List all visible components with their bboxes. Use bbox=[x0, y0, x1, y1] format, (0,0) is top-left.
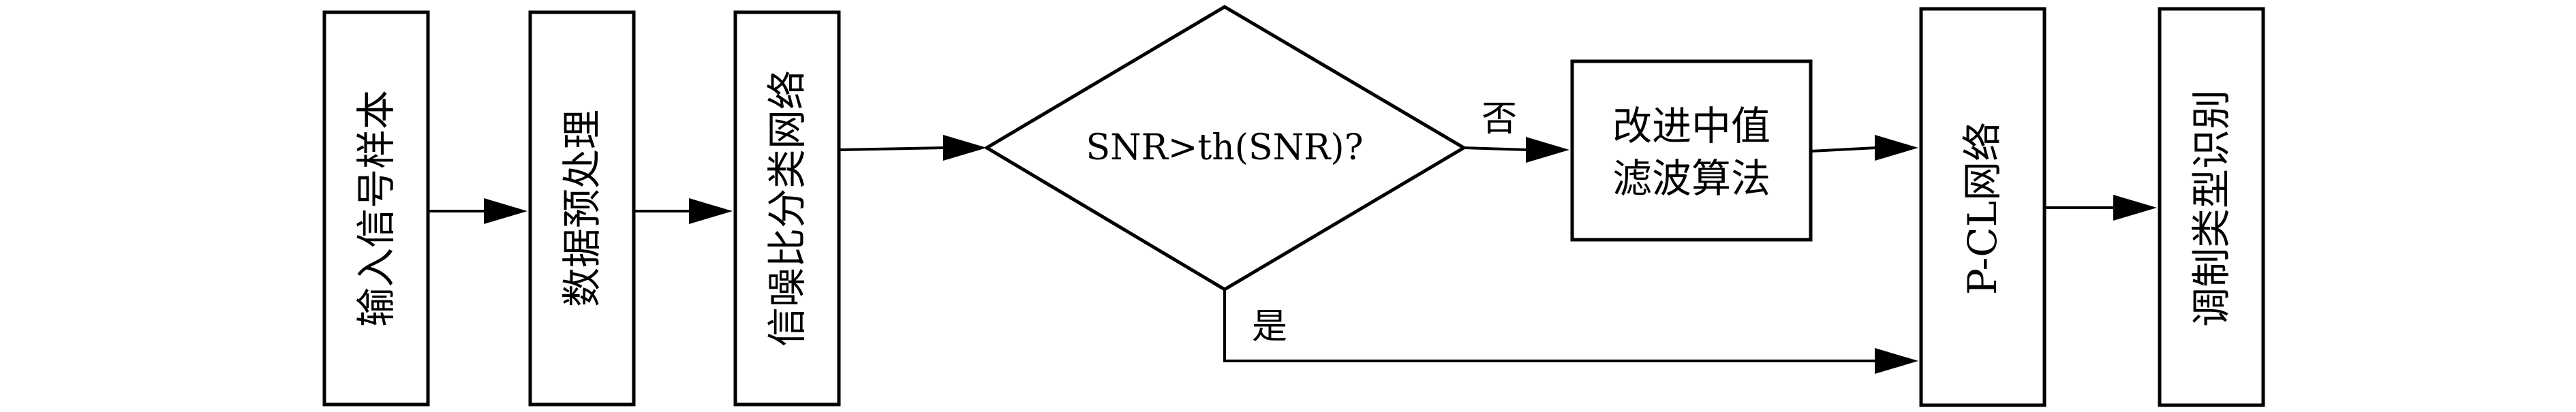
arrowhead-input-to-preprocess bbox=[484, 198, 527, 224]
node-preprocess: 数据预处理 bbox=[528, 10, 636, 407]
arrowhead-yes-to-pcl bbox=[1875, 348, 1918, 374]
node-pcl: P-CL网络 bbox=[1919, 7, 2046, 407]
node-output: 调制类型识别 bbox=[2158, 7, 2265, 407]
arrowhead-snr-to-decision bbox=[943, 135, 987, 161]
node-output-label: 调制类型识别 bbox=[2188, 90, 2235, 327]
node-preprocess-label: 数据预处理 bbox=[559, 110, 605, 307]
node-decision-label: SNR>th(SNR)? bbox=[1086, 127, 1364, 168]
node-snr-network: 信噪比分类网络 bbox=[733, 10, 841, 407]
node-filter-label-line1: 改进中值 bbox=[1612, 103, 1770, 149]
node-snr-network-label: 信噪比分类网络 bbox=[764, 70, 810, 347]
arrowhead-no-to-filter bbox=[1526, 137, 1569, 163]
edge-yes-to-pcl bbox=[1223, 289, 1876, 362]
edge-label-yes: 是 bbox=[1252, 306, 1287, 347]
arrowhead-pcl-to-output bbox=[2113, 195, 2157, 221]
node-pcl-label: P-CL网络 bbox=[1959, 122, 2006, 295]
edge-no-to-filter bbox=[1463, 146, 1528, 151]
edge-snr-to-decision bbox=[838, 146, 945, 151]
arrowhead-preprocess-to-snr bbox=[689, 198, 733, 224]
edge-filter-to-pcl bbox=[1810, 146, 1877, 153]
node-decision: SNR>th(SNR)? bbox=[983, 5, 1467, 291]
node-input: 输入信号样本 bbox=[322, 10, 430, 407]
arrowhead-filter-to-pcl bbox=[1875, 135, 1918, 161]
node-input-label: 输入信号样本 bbox=[353, 90, 399, 327]
node-filter: 改进中值 滤波算法 bbox=[1570, 59, 1813, 242]
node-filter-label-line2: 滤波算法 bbox=[1612, 155, 1770, 202]
edge-label-no: 否 bbox=[1482, 99, 1517, 140]
